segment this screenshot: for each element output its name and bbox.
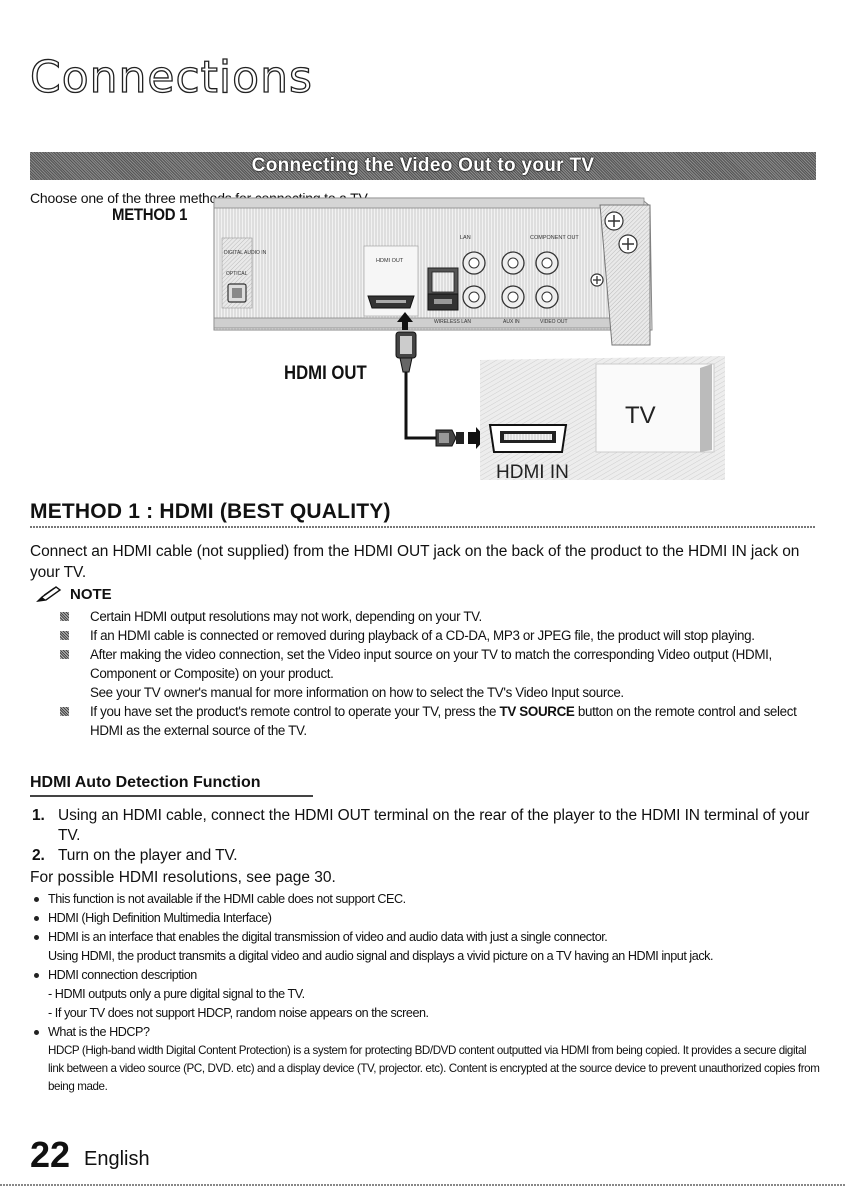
banner-text: Connecting the Video Out to your TV [251,155,595,176]
optical-label: OPTICAL [226,271,248,277]
list-item: If an HDMI cable is connected or removed… [60,626,820,645]
arrow-right-icon [468,427,486,449]
video-out-label: VIDEO OUT [540,319,568,325]
hdmi-in-port [488,424,568,453]
screw-icon [618,234,638,254]
method-1-label: METHOD 1 [112,205,188,224]
tv-source-button-name: TV SOURCE [499,704,575,719]
list-item: HDMI connection description- HDMI output… [32,966,822,1023]
lan-port [427,267,459,297]
auto-detection-rule [30,795,313,797]
list-item: Certain HDMI output resolutions may not … [60,607,820,626]
player-back-panel: DIGITAL AUDIO IN OPTICAL HDMI OUT LAN CO… [213,197,653,346]
wireless-lan-port [427,293,459,311]
bullet-icon [60,631,69,640]
list-item: 2.Turn on the player and TV. [32,847,238,864]
auto-detection-heading: HDMI Auto Detection Function [30,774,261,791]
screw-icon [590,273,604,287]
list-item: What is the HDCP?HDCP (High-band width D… [32,1023,822,1096]
bullet-icon [60,650,69,659]
list-item: This function is not available if the HD… [32,890,822,909]
info-bullets: This function is not available if the HD… [32,890,822,1096]
steps-list: 1.Using an HDMI cable, connect the HDMI … [32,806,822,866]
optical-port [221,237,253,309]
arrow-up-icon [397,312,413,330]
pencil-icon [36,586,62,602]
rca-jacks [462,251,559,309]
hdmi-out-label: HDMI OUT [284,363,367,384]
list-item: HDMI is an interface that enables the di… [32,928,822,966]
list-item: HDMI (High Definition Multimedia Interfa… [32,909,822,928]
note-heading: NOTE [36,585,112,603]
section-heading: METHOD 1 : HDMI (BEST QUALITY) [30,500,391,523]
screw-icon [604,211,624,231]
bullet-icon [60,612,69,621]
connection-diagram: DIGITAL AUDIO IN OPTICAL HDMI OUT LAN CO… [213,197,725,483]
list-item: After making the video connection, set t… [60,645,820,702]
aux-in-label: AUX IN [503,319,520,325]
digital-audio-in-label: DIGITAL AUDIO IN [224,250,267,256]
method-paragraph: Connect an HDMI cable (not supplied) fro… [30,543,800,581]
hdmi-in-label: HDMI IN [496,462,569,483]
page-number: 22 [30,1134,71,1175]
footer-rule [0,1184,845,1186]
wireless-lan-label: WIRELESS LAN [434,319,471,325]
resolutions-text: For possible HDMI resolutions, see page … [30,869,336,886]
note-label: NOTE [70,585,112,603]
page-title: Connections [29,51,313,103]
hdmi-cable [395,331,464,447]
section-rule [30,526,816,528]
section-banner: Connecting the Video Out to your TV [30,152,816,180]
bullet-icon [60,707,69,716]
component-out-label: COMPONENT OUT [530,235,579,241]
list-item: If you have set the product's remote con… [60,702,820,740]
hdmi-out-port [363,245,419,317]
footer-language: English [84,1148,150,1170]
lan-label: LAN [460,235,471,241]
panel-hdmi-out-label: HDMI OUT [376,258,404,264]
note-list: Certain HDMI output resolutions may not … [60,607,820,740]
tv-label: TV [625,402,656,429]
list-item: 1.Using an HDMI cable, connect the HDMI … [32,807,810,844]
